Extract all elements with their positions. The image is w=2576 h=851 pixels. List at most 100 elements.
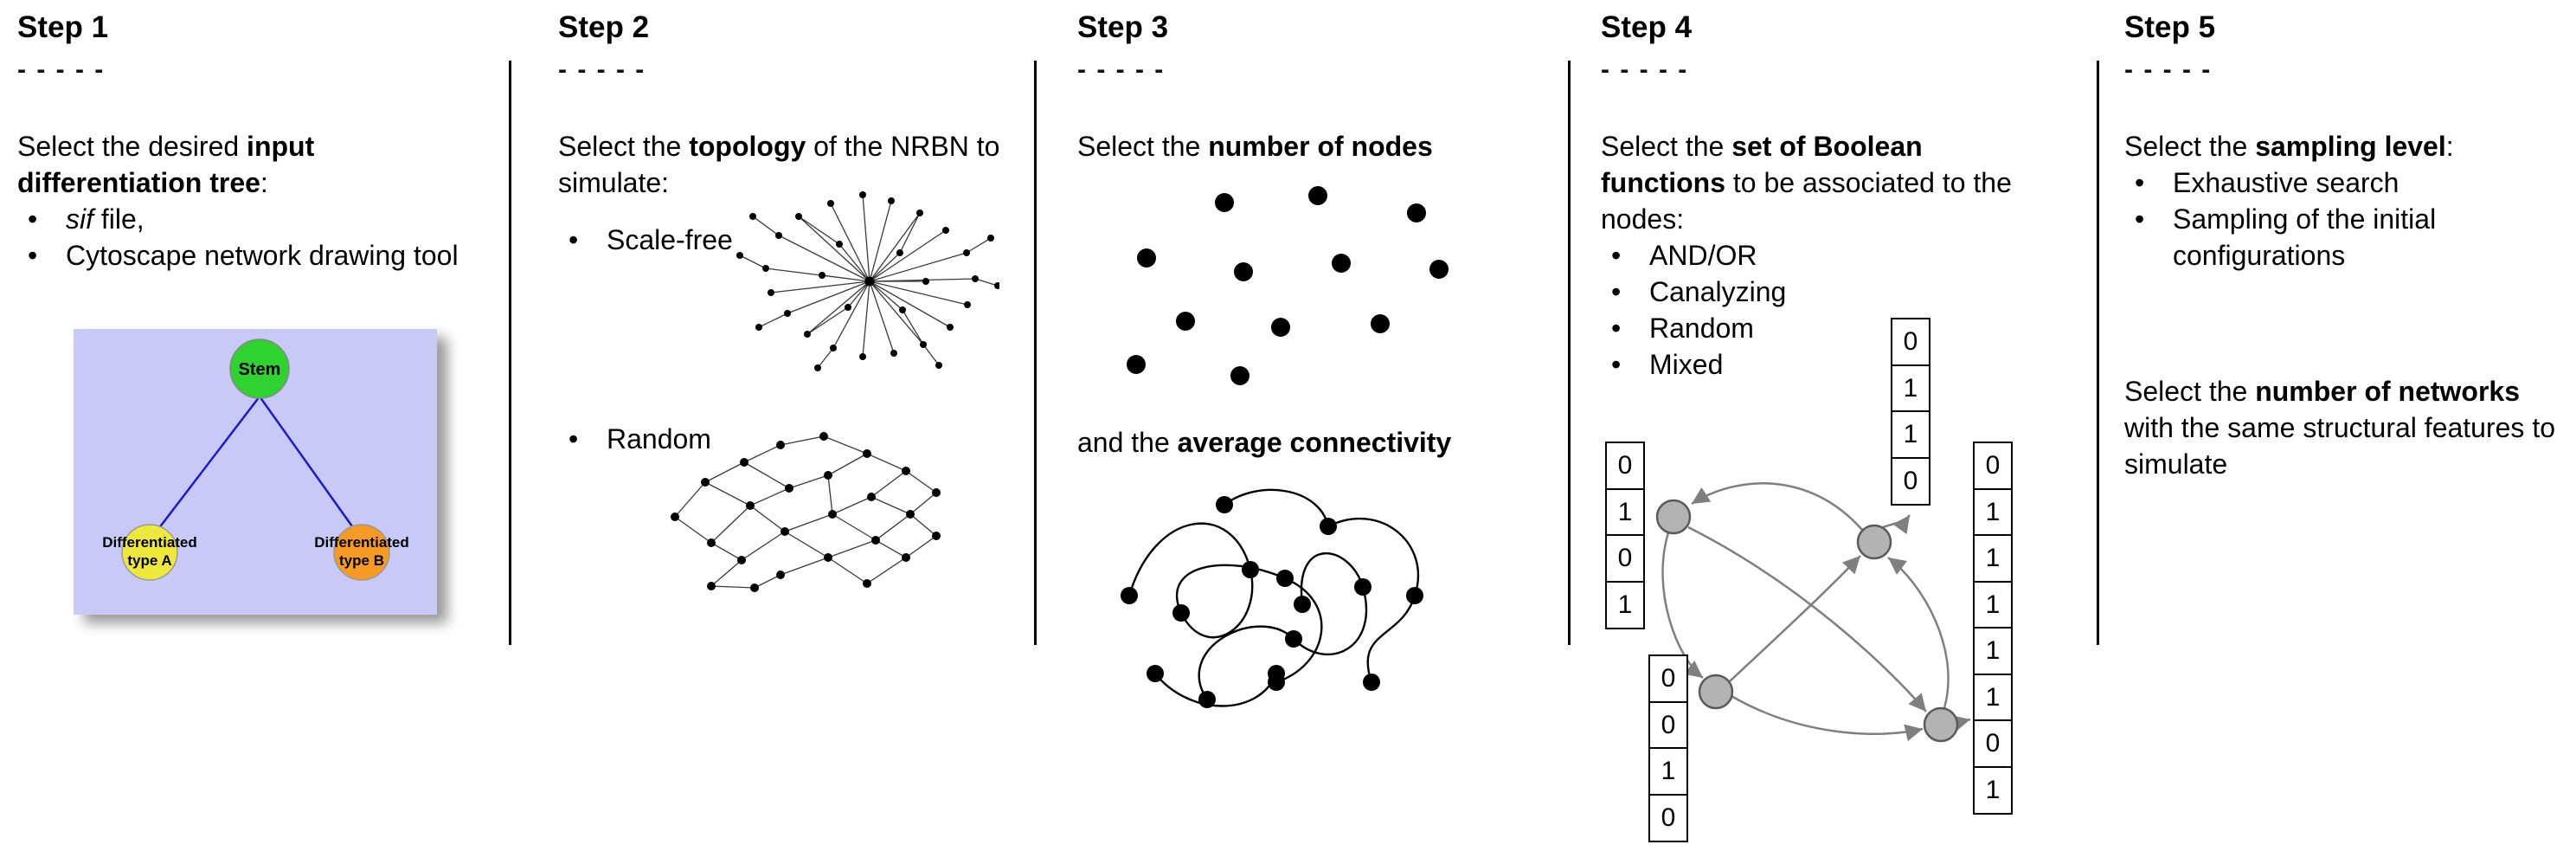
boolean-node-2 [1856, 524, 1892, 560]
step4-bullet-list: AND/OR Canalyzing Random Mixed [1601, 237, 2051, 383]
stem-node-label: Stem [239, 360, 281, 379]
step1-intro-pre: Select the desired [17, 131, 247, 162]
truth-table-cell: 1 [1973, 627, 2013, 675]
step5-dashes: - - - - - [2124, 55, 2213, 84]
step4-bullet-canalyzing-label: Canalyzing [1649, 276, 1787, 307]
truth-table-cell: 1 [1605, 487, 1645, 537]
step3-line2-bold: average connectivity [1177, 427, 1452, 458]
scale-free-nodes [736, 191, 999, 371]
step1-bullet-sif: sif file, [17, 201, 467, 237]
truth-table-cell: 1 [1973, 534, 2013, 583]
step5-second-post: with the same structural features to sim… [2124, 412, 2555, 480]
differentiation-tree-graphic: Stem Differentiated type A Differentiate… [102, 338, 409, 581]
step5-second-paragraph: Select the number of networks with the s… [2124, 373, 2574, 482]
random-network-graphic [671, 432, 941, 592]
truth-table-cell: 1 [1973, 580, 2013, 629]
step3-dashes: - - - - - [1077, 55, 1166, 84]
step5-bullet-sampling: Sampling of the initial configurations [2124, 201, 2574, 274]
step3-line1-pre: Select the [1077, 131, 1209, 162]
scattered-nodes-graphic [1127, 186, 1449, 385]
truth-table-cell: 0 [1891, 456, 1930, 506]
random-nodes [671, 432, 941, 592]
truth-table-right: 0 1 1 1 1 1 0 1 [1973, 442, 2013, 815]
truth-table-cell: 1 [1973, 487, 2013, 537]
scale-free-network-graphic [736, 191, 999, 371]
step4-bullet-mixed: Mixed [1601, 346, 2051, 383]
boolean-node-3 [1698, 674, 1734, 710]
step3-column: Step 3 - - - - - Select the number of no… [1077, 10, 1562, 734]
step2-bullet-scale-free-label: Scale-free [607, 224, 733, 255]
type-a-label-line1: Differentiated [102, 534, 197, 551]
step4-bullet-canalyzing: Canalyzing [1601, 274, 2051, 310]
column-divider-3 [1568, 61, 1571, 645]
connectivity-tangle-graphic [1121, 488, 1423, 708]
step2-column: Step 2 - - - - - Select the topology of … [558, 10, 1008, 841]
column-divider-1 [509, 61, 511, 645]
step5-title: Step 5 [2124, 10, 2216, 44]
truth-table-cell: 0 [1605, 534, 1645, 583]
step3-line1: Select the number of nodes [1077, 128, 1562, 164]
step3-title: Step 3 [1077, 10, 1169, 44]
step4-intro-bold: set of Boolean functions [1601, 131, 1923, 198]
truth-table-cell: 1 [1973, 673, 2013, 722]
truth-table-cell: 1 [1605, 580, 1645, 629]
boolean-node-1 [1655, 499, 1692, 535]
boolean-node-4 [1923, 706, 1959, 743]
step1-bullet-list: sif file, Cytoscape network drawing tool [17, 201, 467, 274]
tree-edge-a [155, 396, 260, 533]
random-edges [674, 435, 937, 589]
step1-bullet-sif-italic: sif [66, 203, 93, 235]
column-divider-4 [2097, 61, 2099, 645]
step4-intro-post: to be associated to the nodes: [1601, 167, 2012, 235]
step5-intro-post: : [2445, 131, 2454, 162]
step1-dashes: - - - - - [17, 55, 106, 84]
step4-bullet-andor-label: AND/OR [1649, 240, 1757, 271]
step1-column: Step 1 - - - - - Select the desired inpu… [17, 10, 467, 615]
step3-line1-bold: number of nodes [1208, 131, 1433, 162]
type-b-label-line2: type B [339, 552, 384, 569]
step4-bullet-random-label: Random [1649, 313, 1754, 344]
step2-intro-pre: Select the [558, 131, 690, 162]
step5-second-bold: number of networks [2255, 376, 2521, 407]
step1-bullet-cytoscape: Cytoscape network drawing tool [17, 237, 467, 274]
step5-second-pre: Select the [2124, 376, 2256, 407]
step5-intro: Select the sampling level: [2124, 128, 2574, 164]
truth-table-cell: 0 [1973, 719, 2013, 768]
truth-table-cell: 0 [1891, 318, 1930, 366]
tree-edges [155, 396, 358, 533]
step1-intro-bold: input differentiation tree [17, 131, 315, 198]
differentiated-type-a-node [121, 524, 178, 581]
step2-bullet-list: Scale-free Random [558, 222, 1008, 457]
scale-free-edges [739, 194, 999, 369]
truth-table-bottom: 0 0 1 0 [1648, 654, 1688, 842]
truth-table-cell: 1 [1648, 747, 1688, 796]
step2-bullet-random: Random [558, 421, 1008, 457]
step1-title: Step 1 [17, 10, 109, 44]
tree-edge-b [258, 396, 358, 533]
boolean-network-graphic [1655, 482, 1971, 743]
step2-intro-bold: topology [689, 131, 806, 162]
truth-table-cell: 1 [1973, 765, 2013, 815]
step4-bullet-andor: AND/OR [1601, 237, 2051, 274]
differentiation-tree-image: Stem Differentiated type A Differentiate… [74, 329, 437, 615]
truth-table-top: 0 1 1 0 [1891, 318, 1930, 506]
truth-table-cell: 0 [1973, 442, 2013, 490]
step2-intro: Select the topology of the NRBN to simul… [558, 128, 1008, 201]
step1-intro-post: : [260, 167, 268, 198]
step5-intro-pre: Select the [2124, 131, 2256, 162]
truth-table-cell: 0 [1648, 700, 1688, 750]
step3-line2-pre: and the [1077, 427, 1178, 458]
stem-node [229, 338, 290, 399]
boolean-network-nodes [1655, 499, 1959, 743]
step4-intro: Select the set of Boolean functions to b… [1601, 128, 2051, 237]
truth-table-cell: 0 [1648, 793, 1688, 842]
boolean-network-arrows [1661, 482, 1971, 742]
step2-bullet-random-label: Random [607, 423, 711, 455]
step3-line2: and the average connectivity [1077, 424, 1562, 461]
step2-title: Step 2 [558, 10, 650, 44]
truth-table-cell: 0 [1605, 442, 1645, 490]
step2-intro-post: of the NRBN to simulate: [558, 131, 1000, 198]
step4-title: Step 4 [1601, 10, 1693, 44]
type-b-label-line1: Differentiated [314, 534, 409, 551]
